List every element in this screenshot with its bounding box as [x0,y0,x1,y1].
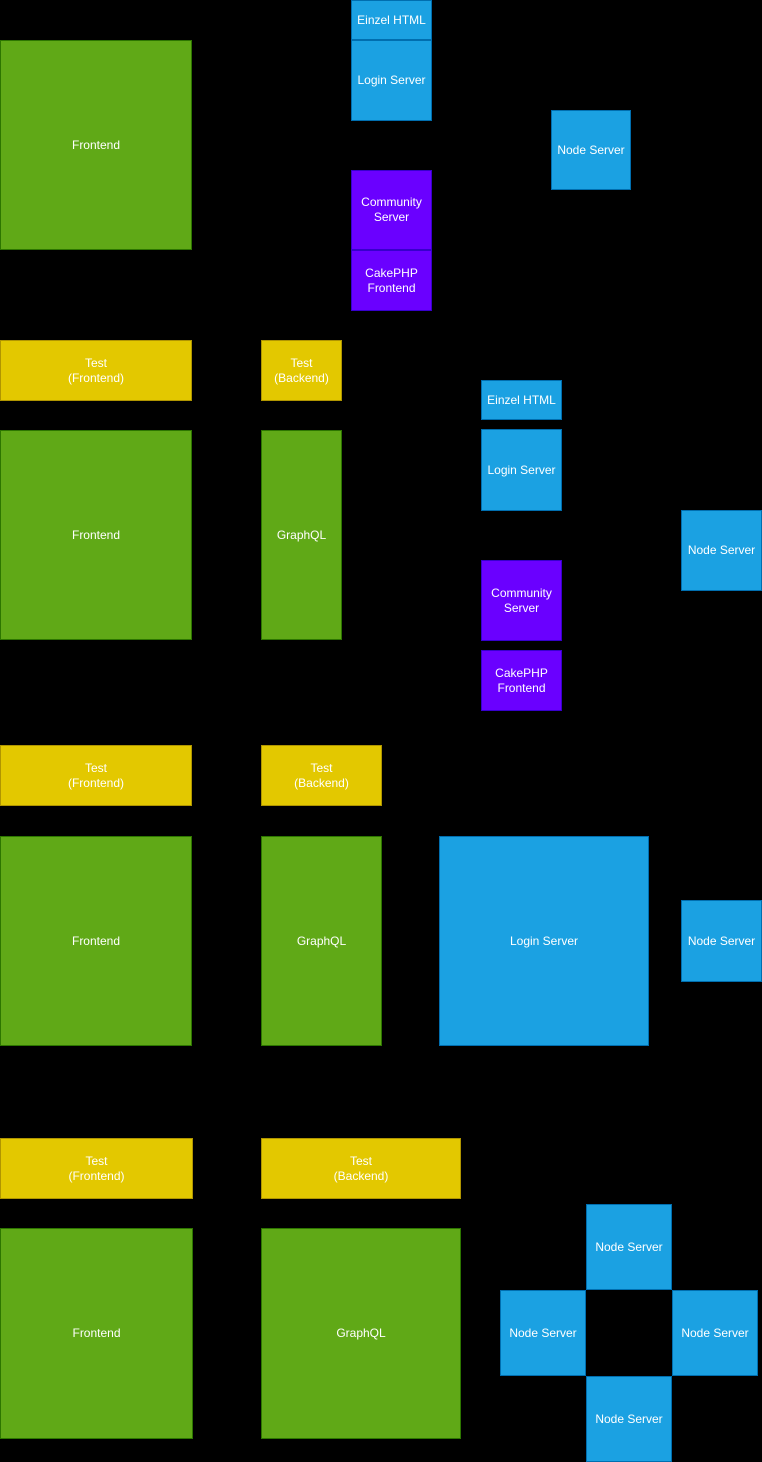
box-label: Node Server [595,1411,663,1426]
box-label: Frontend [71,137,121,152]
s2-node-server-box: Node Server [681,510,762,591]
s2-test-backend-box: Test (Backend) [261,340,342,401]
box-label: Test (Backend) [274,355,329,385]
s4-node-server-left-box: Node Server [500,1290,586,1376]
box-label: Frontend [71,933,121,948]
box-label: Node Server [595,1239,663,1254]
box-label: Community Server [491,585,552,615]
box-label: Frontend [71,527,121,542]
box-label: Test (Frontend) [67,355,125,385]
box-label: GraphQL [296,933,347,948]
box-label: CakePHP Frontend [495,665,548,695]
box-label: GraphQL [276,527,327,542]
s4-node-server-bottom-box: Node Server [586,1376,672,1462]
box-label: GraphQL [336,1326,386,1340]
s4-node-server-right-box: Node Server [672,1290,758,1376]
s4-frontend-box: Frontend [0,1228,193,1439]
s2-login-server-box: Login Server [481,429,562,511]
s3-frontend-box: Frontend [0,836,192,1046]
s1-community-server-box: Community Server [351,170,432,250]
s2-graphql-box: GraphQL [261,430,342,640]
s4-node-server-top-box: Node Server [586,1204,672,1290]
box-label: Test (Backend) [294,760,349,790]
s2-test-frontend-box: Test (Frontend) [0,340,192,401]
box-label: Einzel HTML [357,12,426,27]
s2-einzel-html-box: Einzel HTML [481,380,562,420]
s1-cakephp-frontend-box: CakePHP Frontend [351,250,432,311]
s3-test-frontend-box: Test (Frontend) [0,745,192,806]
s3-node-server-box: Node Server [681,900,762,982]
s2-cakephp-frontend-box: CakePHP Frontend [481,650,562,711]
s2-frontend-box: Frontend [0,430,192,640]
s1-node-server-box: Node Server [551,110,631,190]
box-label: Node Server [687,543,756,557]
box-label: CakePHP Frontend [365,265,418,295]
s1-einzel-html-box: Einzel HTML [351,0,432,40]
s4-test-backend-box: Test (Backend) [261,1138,461,1199]
box-label: Login Server [357,73,426,87]
box-label: Node Server [557,142,625,157]
box-label: Node Server [681,1325,749,1340]
box-label: Test (Frontend) [67,760,125,790]
box-label: Einzel HTML [487,392,556,407]
s1-login-server-box: Login Server [351,40,432,121]
box-label: Community Server [361,195,422,224]
s4-test-frontend-box: Test (Frontend) [0,1138,193,1199]
s1-frontend-box: Frontend [0,40,192,250]
s2-community-server-box: Community Server [481,560,562,641]
s3-graphql-box: GraphQL [261,836,382,1046]
box-label: Frontend [72,1326,121,1340]
s4-graphql-box: GraphQL [261,1228,461,1439]
box-label: Node Server [687,933,756,948]
box-label: Test (Frontend) [68,1153,125,1183]
s3-login-server-box: Login Server [439,836,649,1046]
box-label: Login Server [509,933,579,948]
s3-test-backend-box: Test (Backend) [261,745,382,806]
box-label: Login Server [487,462,556,477]
box-label: Test (Backend) [333,1153,389,1183]
box-label: Node Server [509,1325,577,1340]
